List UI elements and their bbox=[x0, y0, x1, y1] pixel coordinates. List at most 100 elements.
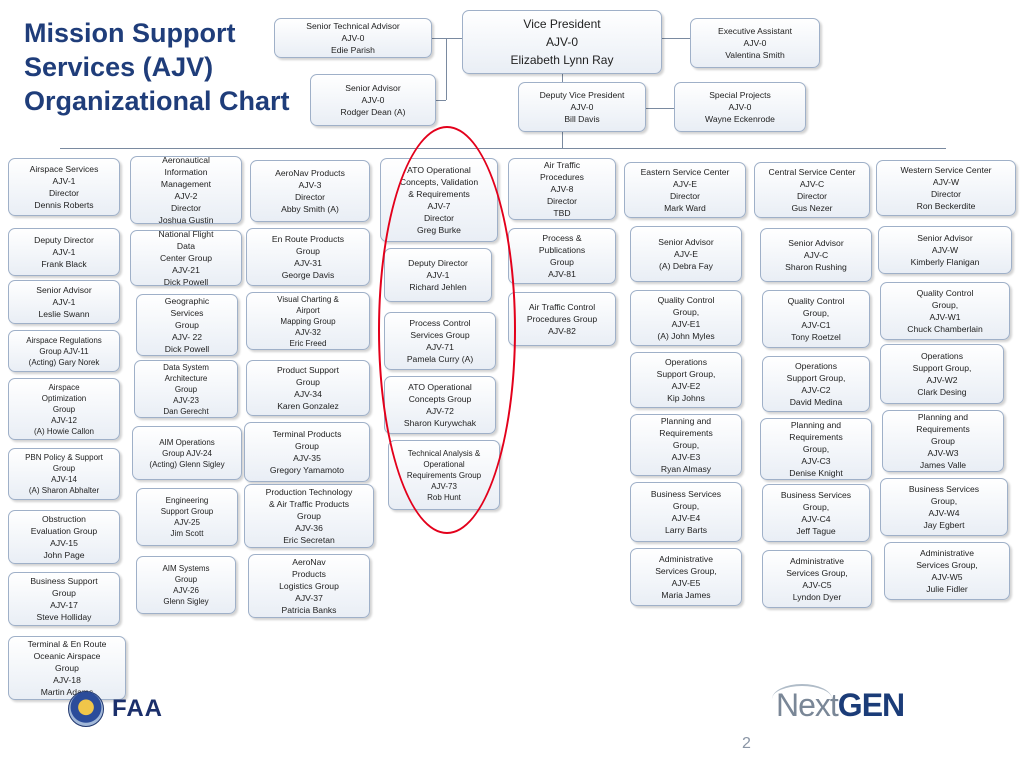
org-box-col3-5: Production Technology& Air Traffic Produ… bbox=[244, 484, 374, 548]
org-box-text: Deputy Vice President bbox=[539, 90, 625, 100]
org-box-text: Airspace Services bbox=[29, 164, 99, 174]
org-box-text: AJV-81 bbox=[548, 269, 576, 279]
org-box-text: Services Group, bbox=[916, 560, 978, 570]
org-box-text: Jim Scott bbox=[170, 529, 204, 538]
org-box-text: AJV-W bbox=[932, 177, 960, 187]
org-box-text: Group AJV-11 bbox=[39, 346, 89, 356]
connector bbox=[436, 100, 446, 101]
connector bbox=[662, 38, 690, 39]
org-box-text: AJV-34 bbox=[294, 389, 322, 399]
org-box-text: Director bbox=[669, 191, 701, 201]
org-box-text: Denise Knight bbox=[789, 468, 843, 478]
org-box-text: Senior Technical Advisor bbox=[306, 21, 400, 31]
org-box-text: Executive Assistant bbox=[717, 26, 793, 36]
org-box-text: Kip Johns bbox=[667, 393, 705, 403]
org-box-text: AJV-W1 bbox=[929, 312, 961, 322]
org-box-text: Ryan Almasy bbox=[660, 464, 712, 474]
org-box-text: Dan Gerecht bbox=[163, 406, 209, 416]
org-box-text: Services bbox=[170, 308, 204, 318]
org-box-text: Quality Control bbox=[657, 295, 715, 305]
org-box-text: AJV-0 bbox=[743, 38, 767, 48]
org-box-text: AJV-C bbox=[799, 179, 825, 189]
org-box-text: Business Services bbox=[780, 490, 852, 500]
org-box-text: Business Services bbox=[908, 484, 980, 494]
org-box-text: Data bbox=[176, 241, 196, 251]
org-box-text: AJV-82 bbox=[548, 326, 576, 336]
org-box-text: George Davis bbox=[281, 270, 335, 280]
org-box-text: PBN Policy & Support bbox=[25, 453, 103, 462]
org-box-text: Rodger Dean (A) bbox=[340, 107, 406, 117]
org-box-text: Group bbox=[52, 464, 76, 473]
org-box-text: (A) Sharon Abhalter bbox=[28, 486, 100, 495]
org-box-text: AJV-E4 bbox=[671, 513, 701, 523]
org-box-text: (Acting) Glenn Sigley bbox=[149, 459, 225, 469]
org-box-text: AIM Operations bbox=[159, 437, 215, 447]
org-box-text: Architecture bbox=[164, 373, 208, 383]
org-box-text: Concepts, Validation bbox=[399, 177, 479, 187]
org-box-text: Visual Charting & bbox=[277, 294, 339, 304]
org-box-text: Logistics Group bbox=[279, 581, 339, 591]
org-box-text: (A) Debra Fay bbox=[659, 261, 713, 271]
org-box-text: AJV-14 bbox=[51, 475, 77, 484]
org-box-text: Larry Barts bbox=[664, 525, 708, 535]
connector bbox=[432, 38, 462, 39]
org-box-text: Dick Powell bbox=[163, 277, 209, 286]
org-box-text: Central Service Center bbox=[768, 167, 856, 177]
org-box-text: Group, bbox=[672, 307, 700, 317]
org-box-text: Information bbox=[164, 167, 208, 177]
org-box-text: AIM Systems bbox=[162, 564, 210, 573]
org-box-text: Terminal Products bbox=[272, 429, 342, 439]
org-box-text: AJV-17 bbox=[50, 600, 78, 610]
org-box-text: Vice President bbox=[523, 17, 601, 31]
org-box-text: Jeff Tague bbox=[796, 526, 836, 536]
page-title: Mission Support Services (AJV) Organizat… bbox=[24, 18, 290, 116]
org-box-text: Elizabeth Lynn Ray bbox=[510, 53, 614, 67]
org-box-text: Group bbox=[52, 404, 76, 414]
org-box-text: Procedures bbox=[540, 172, 584, 182]
org-box-text: AJV-C4 bbox=[801, 514, 831, 524]
org-box-text: Greg Burke bbox=[417, 225, 461, 235]
org-box-text: Services Group bbox=[410, 330, 470, 340]
org-box-text: AJV-E bbox=[673, 179, 697, 189]
org-box-text: AJV-E bbox=[674, 249, 698, 259]
org-box-text: Process Control bbox=[409, 318, 471, 328]
org-box-text: Special Projects bbox=[709, 90, 771, 100]
org-box-text: Requirements Group bbox=[406, 470, 482, 480]
org-box-text: AJV-72 bbox=[426, 406, 454, 416]
org-box-text: Obstruction bbox=[42, 514, 86, 524]
org-box-text: Director bbox=[930, 189, 962, 199]
org-box-text: Senior Advisor bbox=[345, 83, 401, 93]
org-box-text: Services Group, bbox=[786, 568, 848, 578]
org-box-text: AJV-18 bbox=[53, 675, 81, 685]
org-box-text: Group, bbox=[802, 444, 830, 454]
org-box-text: AJV-C5 bbox=[802, 580, 832, 590]
org-box-text: Support Group, bbox=[786, 373, 846, 383]
org-box-text: Quality Control bbox=[916, 288, 974, 298]
nextgen-swoosh-icon bbox=[772, 684, 832, 714]
org-box-text: Engineering bbox=[165, 496, 209, 505]
org-box-text: John Page bbox=[43, 550, 85, 560]
org-box-text: AJV-W bbox=[931, 245, 959, 255]
org-box-text: AJV-1 bbox=[52, 176, 76, 186]
org-box-text: Eastern Service Center bbox=[640, 167, 730, 177]
faa-logo-text: FAA bbox=[112, 695, 163, 722]
org-box-text: Edie Parish bbox=[331, 45, 375, 55]
org-box-text: Mark Ward bbox=[664, 203, 706, 213]
